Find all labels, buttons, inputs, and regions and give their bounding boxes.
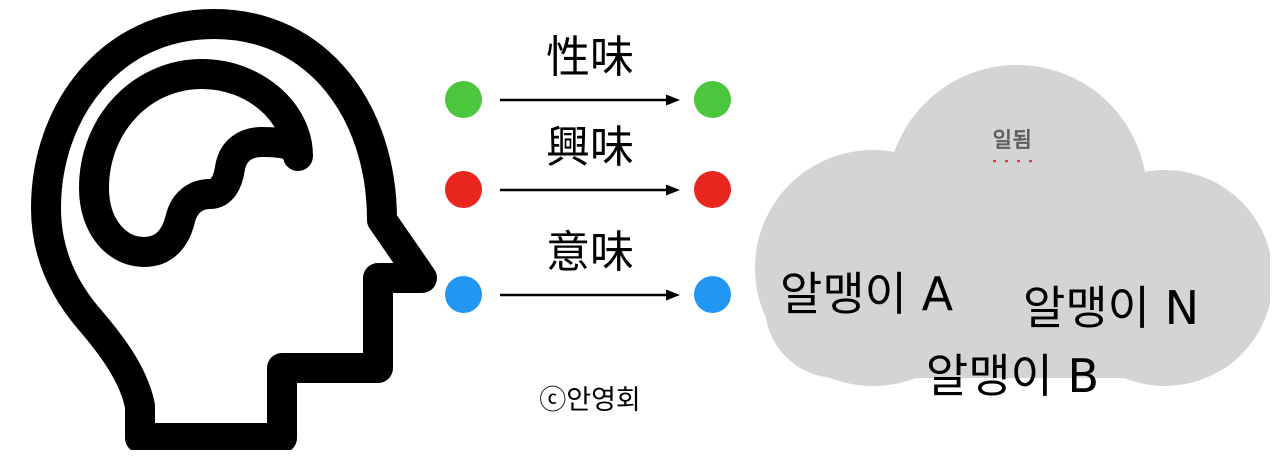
cloud-item-b: 알맹이 B <box>925 349 1100 403</box>
spellcheck-marks-icon <box>755 152 1270 163</box>
source-dot-red[interactable] <box>445 171 482 208</box>
mapping-diagram: 性味 興味 意味 <box>430 20 750 330</box>
mapping-label-red: 興味 <box>546 122 634 173</box>
source-dot-blue[interactable] <box>445 276 482 313</box>
source-dot-green[interactable] <box>445 81 482 118</box>
cloud-shape <box>755 60 1273 390</box>
target-dot-blue[interactable] <box>694 276 731 313</box>
cloud-item-a: 알맹이 A <box>780 267 954 321</box>
mapping-label-green: 性味 <box>546 32 634 83</box>
mapping-label-blue: 意味 <box>546 227 634 278</box>
arrow-blue <box>500 287 680 303</box>
target-dot-green[interactable] <box>694 81 731 118</box>
mapping-row-red: 興味 <box>430 124 750 242</box>
target-dot-red[interactable] <box>694 171 731 208</box>
arrow-red <box>500 182 680 198</box>
head-outline-path <box>31 9 437 453</box>
head-brain-icon <box>30 8 442 453</box>
copyright-notice: ⓒ안영회 <box>539 385 641 416</box>
cloud-item-n: 알맹이 N <box>1023 281 1199 335</box>
cloud-group: 일됨 알맹이 A 알맹이 N 알맹이 B <box>755 60 1273 402</box>
cloud-title: 일됨 <box>992 128 1033 152</box>
arrow-green <box>500 92 680 108</box>
mapping-row-green: 性味 <box>430 34 750 152</box>
brain-path <box>79 59 313 267</box>
mapping-row-blue: 意味 <box>430 229 750 347</box>
